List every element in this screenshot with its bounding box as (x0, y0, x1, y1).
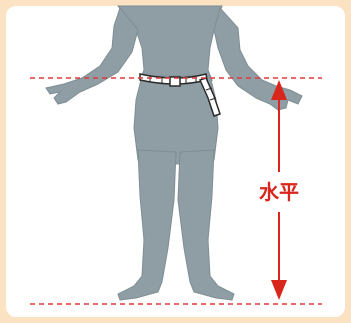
left-leg (118, 150, 176, 300)
measurement-label: 水平 (259, 180, 299, 204)
right-arm (214, 8, 302, 110)
right-leg (178, 150, 234, 300)
human-figure (46, 6, 302, 300)
left-arm (46, 8, 138, 104)
arrow-head-down (271, 280, 287, 300)
